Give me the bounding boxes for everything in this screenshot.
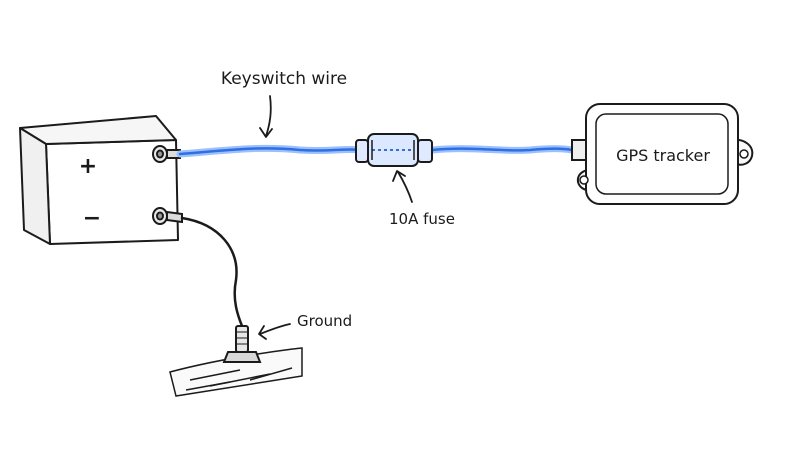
keyswitch-arrow (259, 95, 273, 138)
battery (19, 115, 179, 245)
gps-tracker-label: GPS tracker (616, 146, 710, 165)
keyswitch-wire-label: Keyswitch wire (221, 69, 347, 89)
gps-body (585, 103, 739, 205)
positive-sign: + (79, 154, 97, 179)
positive-terminal (152, 145, 181, 163)
ground-wire (180, 216, 244, 328)
keyswitch-wire (176, 144, 576, 158)
battery-top (19, 115, 177, 145)
battery-side (19, 127, 51, 245)
ground-label: Ground (297, 312, 352, 330)
fuse-label: 10A fuse (389, 210, 455, 228)
fuse (355, 133, 433, 167)
ground-arrow (258, 323, 291, 340)
gps-tracker (571, 103, 754, 205)
annotation-arrows (258, 95, 413, 340)
negative-sign: − (83, 206, 101, 231)
fuse-cap-left (355, 139, 369, 163)
ground-bolt (222, 325, 262, 363)
fuse-cap-right (417, 139, 433, 163)
fuse-arrow (392, 170, 413, 203)
negative-terminal (152, 207, 183, 225)
